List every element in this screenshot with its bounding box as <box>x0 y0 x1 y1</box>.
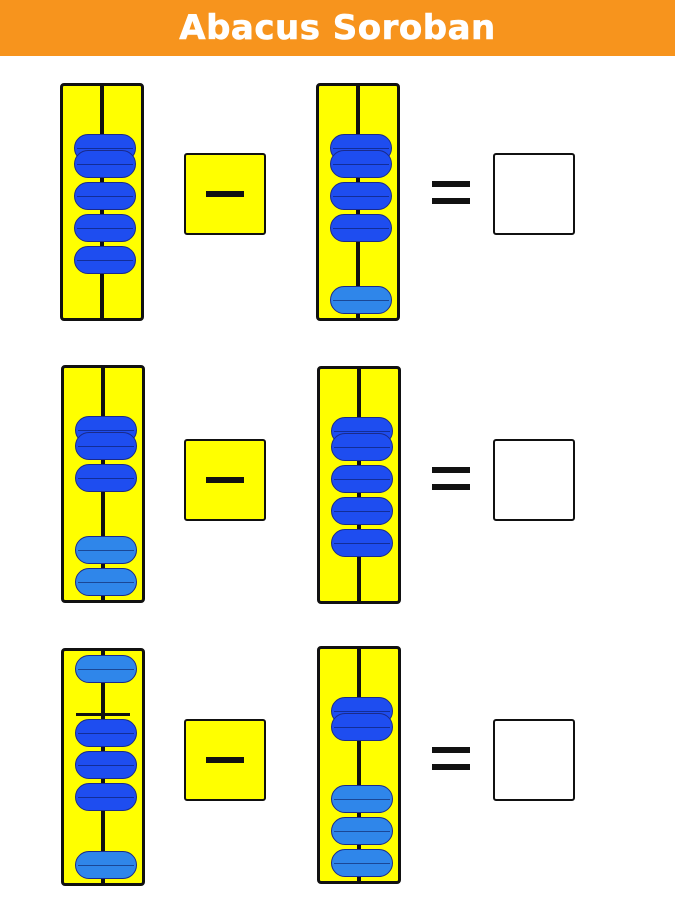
minus-sign-icon <box>206 191 244 197</box>
answer-box[interactable] <box>493 719 575 801</box>
abacus-right <box>317 646 401 884</box>
equals-sign-icon <box>432 747 470 773</box>
earth-bead <box>75 783 137 811</box>
earth-bead <box>331 529 393 557</box>
minus-operator-box <box>184 153 266 235</box>
abacus-left <box>60 83 144 321</box>
page-title: Abacus Soroban <box>179 8 496 49</box>
earth-bead <box>74 214 136 242</box>
abacus-beam <box>76 713 130 716</box>
minus-sign-icon <box>206 477 244 483</box>
equals-sign-icon <box>432 467 470 493</box>
earth-bead <box>74 182 136 210</box>
equals-sign-icon <box>432 181 470 207</box>
answer-box[interactable] <box>493 439 575 521</box>
earth-bead <box>330 150 392 178</box>
earth-bead <box>331 713 393 741</box>
earth-bead <box>331 497 393 525</box>
earth-bead <box>330 182 392 210</box>
abacus-rod <box>357 649 361 881</box>
earth-bead <box>330 214 392 242</box>
earth-bead <box>331 433 393 461</box>
answer-box[interactable] <box>493 153 575 235</box>
earth-bead <box>75 464 137 492</box>
earth-bead <box>75 536 137 564</box>
earth-bead <box>331 817 393 845</box>
earth-bead <box>75 432 137 460</box>
minus-operator-box <box>184 439 266 521</box>
minus-sign-icon <box>206 757 244 763</box>
earth-bead <box>331 785 393 813</box>
earth-bead <box>330 286 392 314</box>
earth-bead <box>75 568 137 596</box>
earth-bead <box>75 751 137 779</box>
earth-bead <box>75 851 137 879</box>
abacus-right <box>316 83 400 321</box>
header-banner: Abacus Soroban <box>0 0 675 56</box>
abacus-left <box>61 648 145 886</box>
earth-bead <box>75 719 137 747</box>
heaven-bead <box>75 655 137 683</box>
earth-bead <box>74 150 136 178</box>
earth-bead <box>331 465 393 493</box>
abacus-right <box>317 366 401 604</box>
earth-bead <box>331 849 393 877</box>
earth-bead <box>74 246 136 274</box>
minus-operator-box <box>184 719 266 801</box>
abacus-left <box>61 365 145 603</box>
